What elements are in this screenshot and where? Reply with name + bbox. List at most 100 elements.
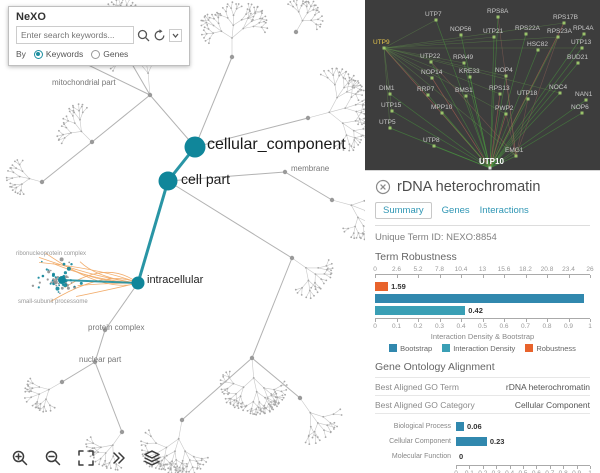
table-row: Best Aligned GO Term rDNA heterochromati…: [375, 377, 590, 396]
legend-item: Robustness: [525, 344, 576, 353]
gene-node-label[interactable]: UTP15: [381, 102, 402, 109]
gene-node-label[interactable]: UTP22: [420, 53, 441, 60]
unique-term-id: Unique Term ID: NEXO:8854: [375, 232, 497, 243]
gene-node-label[interactable]: RPA49: [453, 54, 473, 61]
gene-node-label[interactable]: UTP8: [423, 137, 440, 144]
double-chevron-icon: [113, 452, 125, 464]
term-title: rDNA heterochromatin: [397, 179, 541, 195]
gene-node-label[interactable]: RPS23A: [547, 28, 573, 35]
gene-node-label[interactable]: UTP21: [483, 28, 504, 35]
gene-node-label[interactable]: RPL4A: [573, 25, 594, 32]
zoom-in-icon: [12, 450, 28, 466]
gene-node-label[interactable]: NOP56: [450, 26, 472, 33]
term-node[interactable]: [184, 136, 206, 158]
search-panel: NeXO By Keywords: [8, 6, 190, 66]
row-value: Cellular Component: [514, 399, 590, 410]
gene-node-label[interactable]: NOP14: [421, 69, 443, 76]
tree-term-label: ribonucleoprotein complex: [16, 251, 87, 257]
tree-term-label: nuclear part: [79, 355, 122, 364]
tree-term-label: protein complex: [88, 323, 145, 332]
gene-node-label[interactable]: KRE33: [459, 68, 480, 75]
gene-node-label[interactable]: DIM1: [379, 85, 395, 92]
app-title: NeXO: [16, 11, 46, 23]
section-term-robustness: Term Robustness: [375, 251, 457, 263]
chevron-down-icon[interactable]: [169, 28, 182, 42]
chart-legend: Bootstrap Interaction Density Robustness: [375, 344, 590, 353]
tree-term-label: membrane: [291, 164, 330, 173]
robustness-bar: [375, 294, 590, 303]
table-row: Best Aligned GO Category Cellular Compon…: [375, 396, 590, 414]
search-icon[interactable]: [137, 29, 150, 42]
radio-keywords-dot: [33, 49, 43, 59]
detail-tabs: Summary Genes Interactions: [375, 202, 590, 219]
gene-node-label[interactable]: BUD21: [567, 54, 588, 61]
radio-genes-label: Genes: [103, 49, 129, 59]
gene-node-label[interactable]: PWP2: [495, 105, 514, 112]
gene-node-label[interactable]: RRP7: [417, 86, 435, 93]
term-node[interactable]: [58, 276, 66, 284]
gene-node-label[interactable]: NOC4: [549, 84, 567, 91]
gene-node-label[interactable]: NOP6: [571, 104, 589, 111]
gene-node-label[interactable]: EMG1: [505, 147, 524, 154]
row-value: rDNA heterochromatin: [505, 381, 590, 392]
gene-node-label[interactable]: NOP4: [495, 67, 513, 74]
radio-keywords-label: Keywords: [45, 49, 84, 59]
gene-node-label[interactable]: UTP5: [379, 119, 396, 126]
term-detail-panel: rDNA heterochromatin Summary Genes Inter…: [365, 170, 600, 473]
gene-node-label[interactable]: MPP10: [431, 104, 453, 111]
zoom-out-button[interactable]: [43, 448, 63, 468]
reset-icon[interactable]: [153, 28, 166, 42]
layers-button[interactable]: [142, 448, 162, 468]
legend-item: Bootstrap: [389, 344, 432, 353]
gene-node-label[interactable]: RPS8A: [487, 8, 509, 15]
robustness-bar: 0.42: [375, 306, 590, 315]
fit-to-screen-button[interactable]: [76, 448, 96, 468]
radio-keywords[interactable]: Keywords: [33, 49, 84, 59]
gene-node-label[interactable]: RPS17B: [553, 14, 578, 21]
term-node[interactable]: [158, 171, 178, 191]
radio-genes[interactable]: Genes: [91, 49, 128, 59]
gene-node-label[interactable]: NAN1: [575, 91, 593, 98]
gene-node-label[interactable]: RPS22A: [515, 25, 541, 32]
tab-interactions[interactable]: Interactions: [479, 205, 529, 216]
row-label: Best Aligned GO Category: [375, 399, 475, 410]
close-icon[interactable]: [375, 179, 391, 195]
gene-node-label[interactable]: RPS13: [489, 85, 510, 92]
tab-summary[interactable]: Summary: [375, 202, 432, 219]
term-node[interactable]: [131, 276, 145, 290]
tree-term-label[interactable]: cellular_component: [207, 136, 346, 153]
section-go-alignment: Gene Ontology Alignment: [375, 361, 495, 373]
fit-to-screen-icon: [78, 450, 94, 466]
legend-item: Interaction Density: [442, 344, 515, 353]
zoom-in-button[interactable]: [10, 448, 30, 468]
gene-node-label[interactable]: BMS1: [455, 87, 473, 94]
gene-node-label[interactable]: UTP7: [425, 11, 442, 18]
gene-node-label[interactable]: UTP13: [571, 39, 592, 46]
expand-collapse-button[interactable]: [109, 448, 129, 468]
tab-genes[interactable]: Genes: [441, 205, 470, 216]
tree-term-label: mitochondrial part: [52, 78, 116, 87]
tree-graph[interactable]: [0, 0, 365, 473]
gene-node-label[interactable]: UTP18: [517, 90, 538, 97]
zoom-out-icon: [45, 450, 61, 466]
tree-term-label[interactable]: cell part: [181, 171, 231, 187]
gene-node-label[interactable]: HSC82: [527, 41, 548, 48]
bottom-axis-label: Interaction Density & Bootstrap: [430, 332, 535, 341]
gene-node-label[interactable]: UTP10: [479, 157, 504, 166]
tabs-divider: [375, 225, 590, 226]
gene-node-label[interactable]: UTP9: [373, 39, 390, 46]
search-input[interactable]: [16, 26, 134, 44]
tree-term-label[interactable]: intracellular: [147, 274, 204, 286]
row-label: Best Aligned GO Term: [375, 381, 459, 392]
tree-term-label: small-subunit processome: [18, 299, 88, 305]
